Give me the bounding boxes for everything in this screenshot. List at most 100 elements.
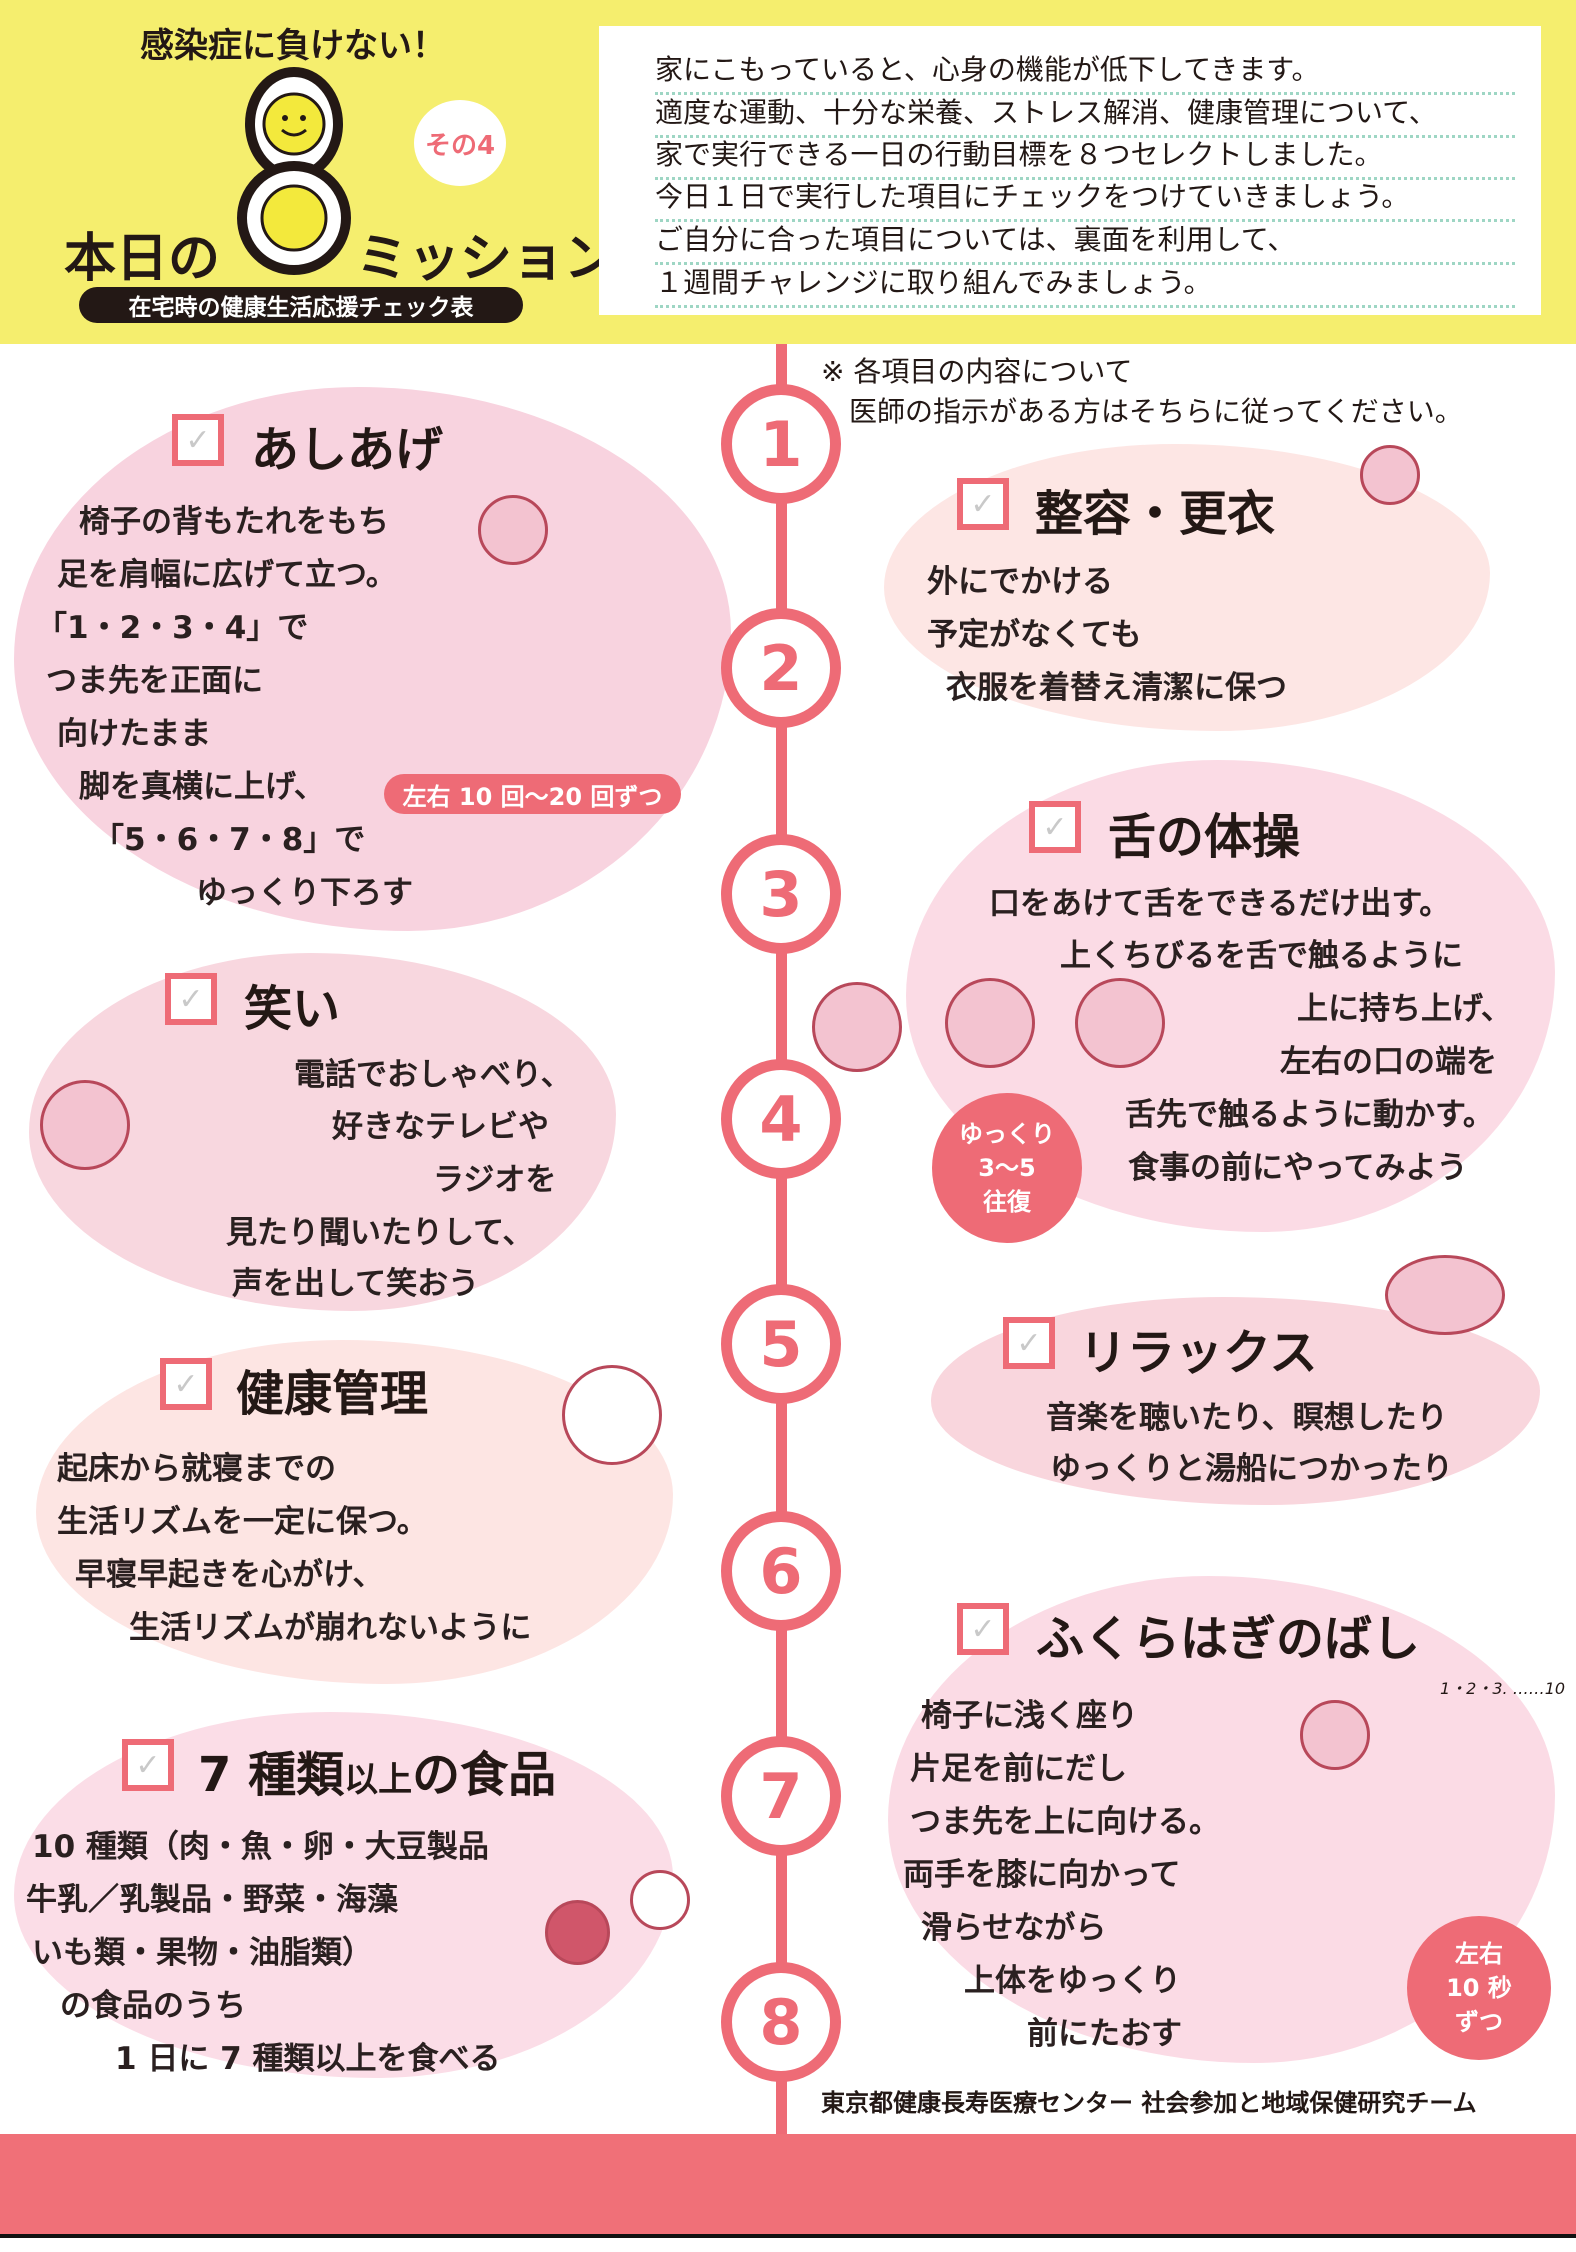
mission-7-checkbox[interactable]: ✓ [957,1603,1009,1655]
mission-1-bubble [14,387,731,931]
laughing-person-illustration-icon [40,1080,130,1170]
mission-7-line: 片足を前にだし [910,1751,1127,1787]
mission-6-title: 健康管理 [236,1366,429,1422]
mission-7-line: 両手を膝に向かって [903,1857,1181,1893]
face-illustration-icon [1075,978,1165,1068]
mission-7-line: つま先を上に向ける。 [910,1804,1220,1840]
badge-line: 3～5 [978,1154,1036,1182]
step-number-6: 6 [721,1511,841,1631]
mission-4-line: ラジオを [433,1162,557,1198]
intro-line: 家にこもっていると、心身の機能が低下してきます。 [655,48,1515,95]
mission-7-line: 滑らせながら [921,1910,1107,1946]
intro-box: 家にこもっていると、心身の機能が低下してきます。 適度な運動、十分な栄養、ストレ… [599,26,1541,315]
subtitle-pill: 在宅時の健康生活応援チェック表 [79,287,523,323]
mission-5-line: ゆっくりと湯船につかったり [1050,1451,1453,1487]
mission-4-line: 見たり聞いたりして、 [226,1215,534,1251]
badge-line: ゆっくり [959,1120,1055,1148]
mission-2-title: 整容・更衣 [1035,486,1276,542]
mission-1-line: 向けたまま [57,716,212,752]
mission-4-line: 声を出して笑おう [232,1266,480,1302]
mission-2-checkbox[interactable]: ✓ [957,478,1009,530]
cat-illustration-icon [1385,1255,1505,1335]
mission-1-line: 「1・2・3・4」で [36,610,309,646]
mission-1-checkbox[interactable]: ✓ [172,414,224,466]
step-number-5: 5 [721,1284,841,1404]
step-number-1: 1 [721,384,841,504]
mission-3-line: 食事の前にやってみよう [1128,1150,1468,1186]
footer-band [0,2134,1576,2234]
step-number-8: 8 [721,1962,841,2082]
apple-icon [545,1900,610,1965]
mission-3-line: 上くちびるを舌で触るように [1060,938,1463,974]
mission-6-line: 生活リズムを一定に保つ。 [57,1504,428,1540]
mascot-eight-logo [237,67,351,275]
mission-5-title: リラックス [1079,1325,1318,1381]
mission-1-line: ゆっくり下ろす [196,875,413,911]
badge-line: 10 秒 [1446,1974,1512,2002]
mission-5-checkbox[interactable]: ✓ [1003,1317,1055,1369]
egg-icon [630,1870,690,1930]
mission-6-line: 生活リズムが崩れないように [129,1610,532,1646]
mission-3-line: 口をあけて舌をできるだけ出す。 [989,886,1451,922]
step-number-7: 7 [721,1736,841,1856]
day-night-clock-icon [562,1365,662,1465]
mission-7-count-note: 1・2・3. ……10 [1440,1679,1566,1698]
mission-3-line: 左右の口の端を [1280,1044,1497,1080]
badge-line: ずつ [1455,2008,1503,2036]
mission-4-checkbox[interactable]: ✓ [165,973,217,1025]
mission-3-checkbox[interactable]: ✓ [1029,801,1081,853]
footer-rule [0,2234,1576,2238]
medical-note: ※ 各項目の内容について 医師の指示がある方はそちらに従ってください。 [821,352,1463,432]
mission-1-line: 脚を真横に上げ、 [79,769,325,805]
mission-4-title: 笑い [244,981,341,1037]
badge-line: 左右 [1455,1940,1503,1968]
mission-2-line: 外にでかける [927,564,1113,600]
mission-1-line: 「5・6・7・8」で [93,822,366,858]
step-number-3: 3 [721,834,841,954]
mission-8-title: 7 種類以上の食品 [198,1735,556,1805]
mission-8-line: 10 種類（肉・魚・卵・大豆製品 [32,1829,489,1865]
mission-5-line: 音楽を聴いたり、瞑想したり [1046,1400,1448,1436]
intro-line: １週間チャレンジに取り組んでみましょう。 [655,261,1515,308]
mission-3-line: 上に持ち上げ、 [1297,991,1512,1027]
title-part: 7 種類 [198,1747,345,1803]
intro-line: 家で実行できる一日の行動目標を８つセレクトしました。 [655,133,1515,180]
title-part: の食品 [412,1747,557,1803]
intro-line: ご自分に合った項目については、裏面を利用して、 [655,218,1515,265]
mission-7-line: 上体をゆっくり [964,1963,1181,1999]
mission-6-checkbox[interactable]: ✓ [160,1358,212,1410]
stretch-illustration-icon [1300,1700,1370,1770]
person-illustration-icon [478,495,548,565]
intro-line: 適度な運動、十分な栄養、ストレス解消、健康管理について、 [655,91,1515,138]
timeline-line [776,344,787,2134]
mission-3-line: 舌先で触るように動かす。 [1125,1097,1494,1133]
logo-text-right: ミッション [356,229,617,289]
mission-1-line: 椅子の背もたれをもち [79,504,389,540]
step-number-4: 4 [721,1059,841,1179]
mission-3-title: 舌の体操 [1108,809,1301,865]
mission-8-line: いも類・果物・油脂類） [32,1935,373,1971]
mission-7-duration-badge: 左右 10 秒 ずつ [1407,1916,1551,2060]
face-illustration-icon [945,978,1035,1068]
mission-1-line: つま先を正面に [46,663,263,699]
mission-4-line: 電話でおしゃべり、 [294,1057,572,1093]
mission-1-title: あしあげ [251,422,444,478]
tagline: 感染症に負けない！ [140,26,446,66]
title-part-small: 以上 [344,1760,413,1800]
mission-8-line: 牛乳／乳製品・野菜・海藻 [26,1882,398,1918]
mission-8-line: の食品のうち [60,1988,246,2024]
mission-1-line: 足を肩幅に広げて立つ。 [57,557,397,593]
mission-1-reps-badge: 左右 10 回〜20 回ずつ [384,774,681,814]
mission-8-line: 1 日に 7 種類以上を食べる [115,2041,501,2077]
mission-7-line: 前にたおす [1027,2016,1182,2052]
badge-line: 往復 [983,1188,1031,1216]
mirror-dressing-illustration-icon [1360,445,1420,505]
credit-text: 東京都健康長寿医療センター 社会参加と地域保健研究チーム [821,2089,1477,2117]
mission-7-title: ふくらはぎのばし [1036,1611,1421,1667]
step-number-2: 2 [721,608,841,728]
mission-2-line: 衣服を着替え清潔に保つ [946,670,1287,706]
mission-3-reps-badge: ゆっくり 3～5 往復 [932,1093,1082,1243]
note-line: 医師の指示がある方はそちらに従ってください。 [821,395,1463,428]
mission-8-checkbox[interactable]: ✓ [122,1739,174,1791]
mission-2-line: 予定がなくても [927,617,1142,653]
